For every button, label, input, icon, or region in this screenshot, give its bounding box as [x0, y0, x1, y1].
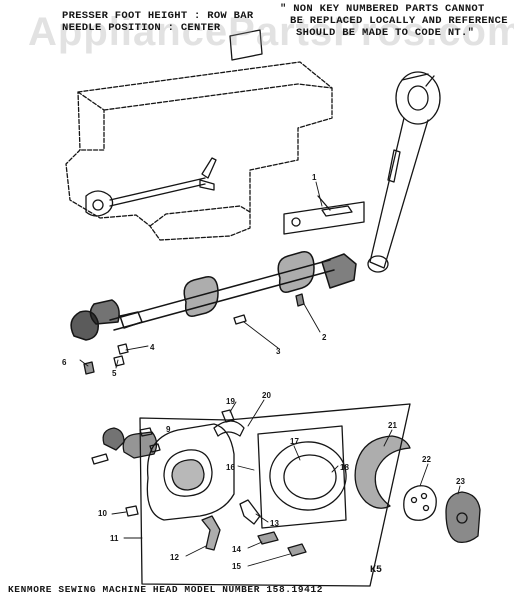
- callout-16: 16: [226, 463, 235, 472]
- callout-22: 22: [422, 455, 431, 464]
- callout-1: 1: [312, 173, 317, 182]
- leader-lines-upper: [79, 181, 323, 369]
- small-parts-lower: [91, 443, 307, 557]
- callout-17: 17: [290, 437, 299, 446]
- callout-13: 13: [270, 519, 279, 528]
- diagram-caption: KENMORE SEWING MACHINE HEAD MODEL NUMBER…: [8, 584, 324, 595]
- leader-lines-lower: [111, 399, 461, 567]
- parts-21-22-23: [354, 435, 481, 544]
- callout-21: 21: [388, 421, 397, 430]
- callout-10: 10: [98, 509, 107, 518]
- callout-5: 5: [112, 369, 117, 378]
- callout-9: 9: [166, 425, 171, 434]
- lower-assembly-frame: [139, 403, 411, 587]
- machine-arm-cap: [229, 29, 263, 61]
- callout-23: 23: [456, 477, 465, 486]
- callout-14: 14: [232, 545, 241, 554]
- callout-2: 2: [322, 333, 327, 342]
- small-screws-upper: [83, 293, 305, 375]
- callout-11: 11: [110, 534, 119, 543]
- callout-6: 6: [62, 358, 67, 367]
- callout-19: 19: [226, 397, 235, 406]
- parts-19-20: [213, 409, 245, 437]
- header-note-line3: SHOULD BE MADE TO CODE NT.": [296, 27, 475, 39]
- callout-12: 12: [170, 553, 179, 562]
- callout-20: 20: [262, 391, 271, 400]
- part-1-plate: [283, 195, 365, 235]
- connecting-rod: [367, 71, 441, 273]
- header-needle-position: NEEDLE POSITION : CENTER: [62, 22, 221, 34]
- callout-3: 3: [276, 347, 281, 356]
- hook-inset-box: [257, 425, 347, 529]
- plate-mark: K5: [370, 565, 383, 576]
- hook-assembly: [102, 423, 235, 521]
- callout-15: 15: [232, 562, 241, 571]
- machine-body-outline: [65, 61, 333, 241]
- header-note-line2: BE REPLACED LOCALLY AND REFERENCE: [290, 15, 508, 27]
- lower-shaft: [70, 251, 357, 341]
- header-presser-foot: PRESSER FOOT HEIGHT : ROW BAR: [62, 10, 254, 22]
- header-note-line1: " NON KEY NUMBERED PARTS CANNOT: [280, 3, 485, 15]
- callout-18: 18: [340, 463, 349, 472]
- callout-4: 4: [150, 343, 155, 352]
- upper-shaft: [85, 157, 217, 217]
